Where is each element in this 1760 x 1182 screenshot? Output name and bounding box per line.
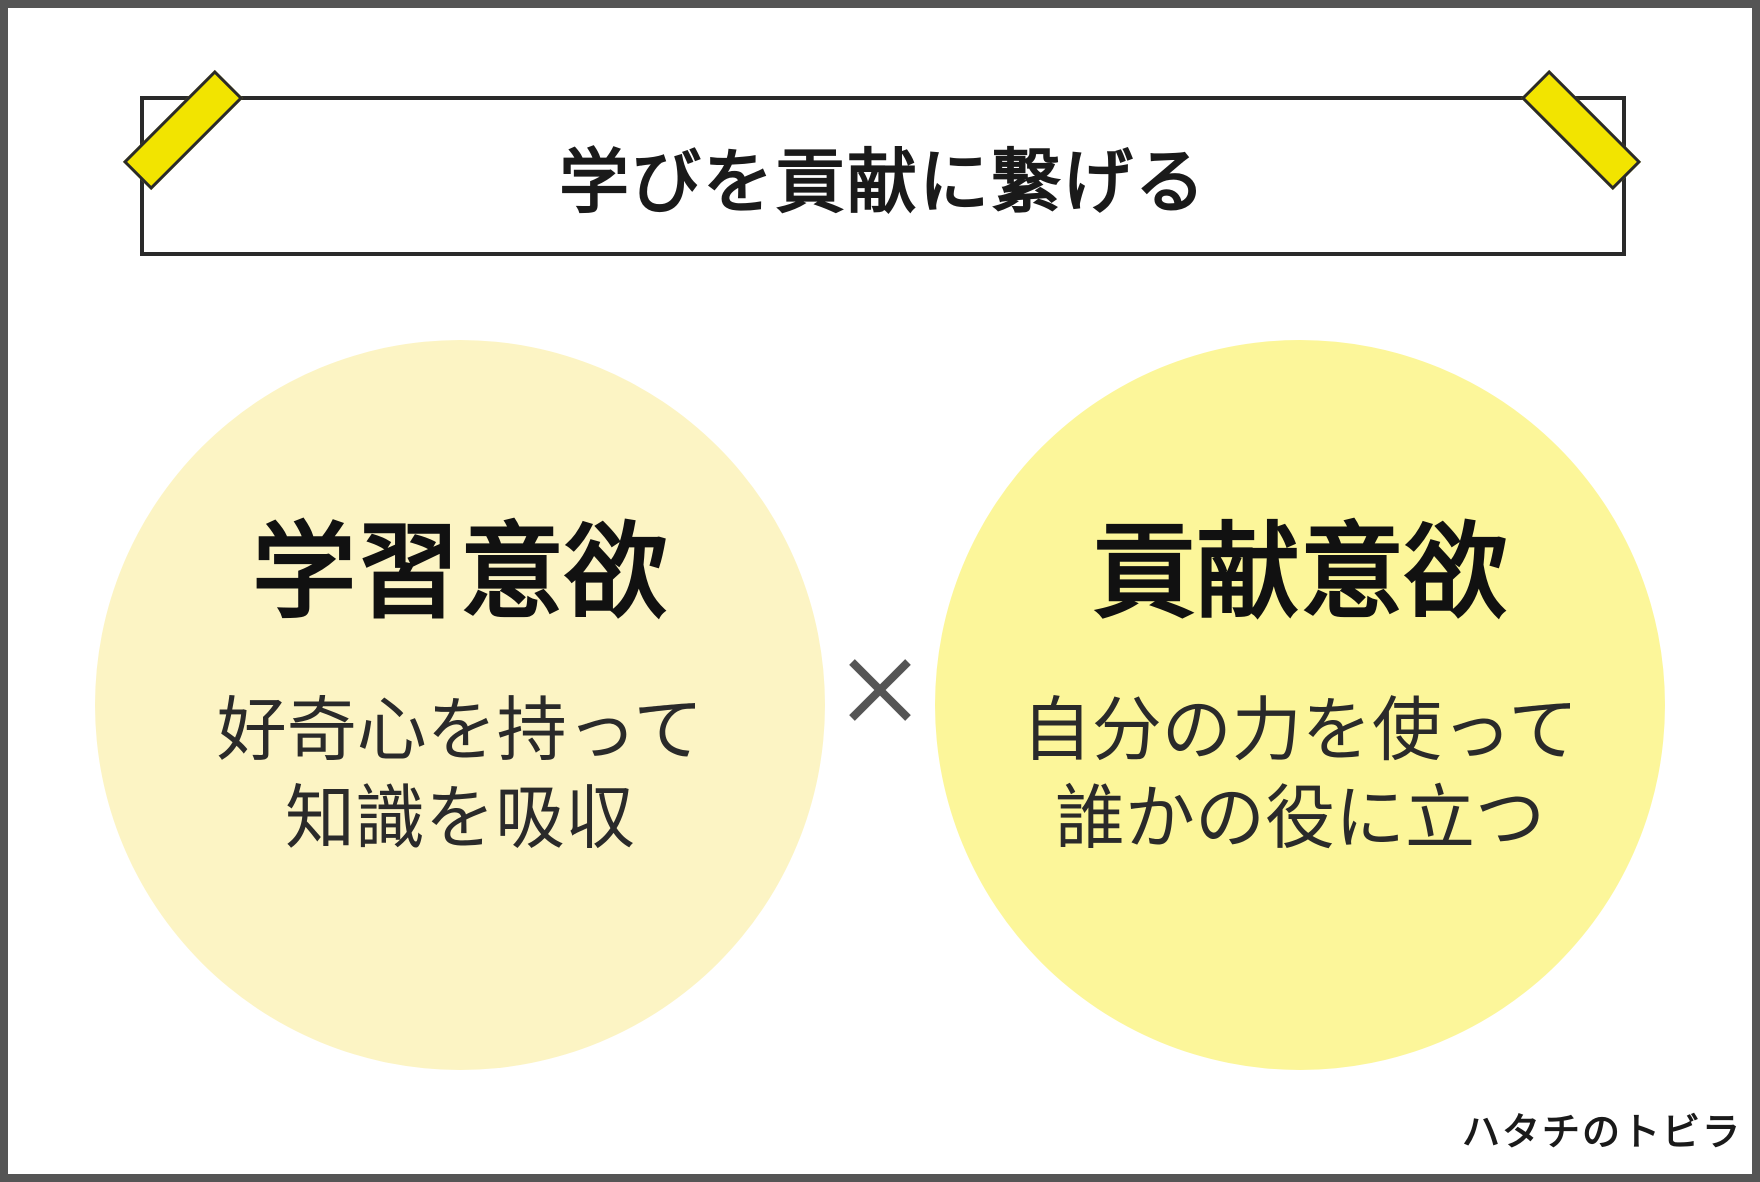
learning-motivation-line-2: 知識を吸収 [285, 777, 635, 859]
learning-motivation-heading: 学習意欲 [251, 511, 668, 633]
title-box [140, 96, 1626, 256]
contribution-motivation-line-2: 誰かの役に立つ [1055, 777, 1545, 859]
times-icon [849, 659, 911, 721]
page-title: 学びを貢献に繋げる [559, 140, 1207, 223]
learning-motivation-line-1: 好奇心を持って [216, 689, 704, 771]
contribution-motivation-circle: 貢献意欲 自分の力を使って 誰かの役に立つ [935, 340, 1665, 1070]
learning-motivation-circle: 学習意欲 好奇心を持って 知識を吸収 [95, 340, 825, 1070]
brand-logo: ハタチのトビラ [1462, 1110, 1743, 1154]
contribution-motivation-heading: 貢献意欲 [1091, 511, 1508, 633]
contribution-motivation-line-1: 自分の力を使って [1021, 689, 1579, 771]
